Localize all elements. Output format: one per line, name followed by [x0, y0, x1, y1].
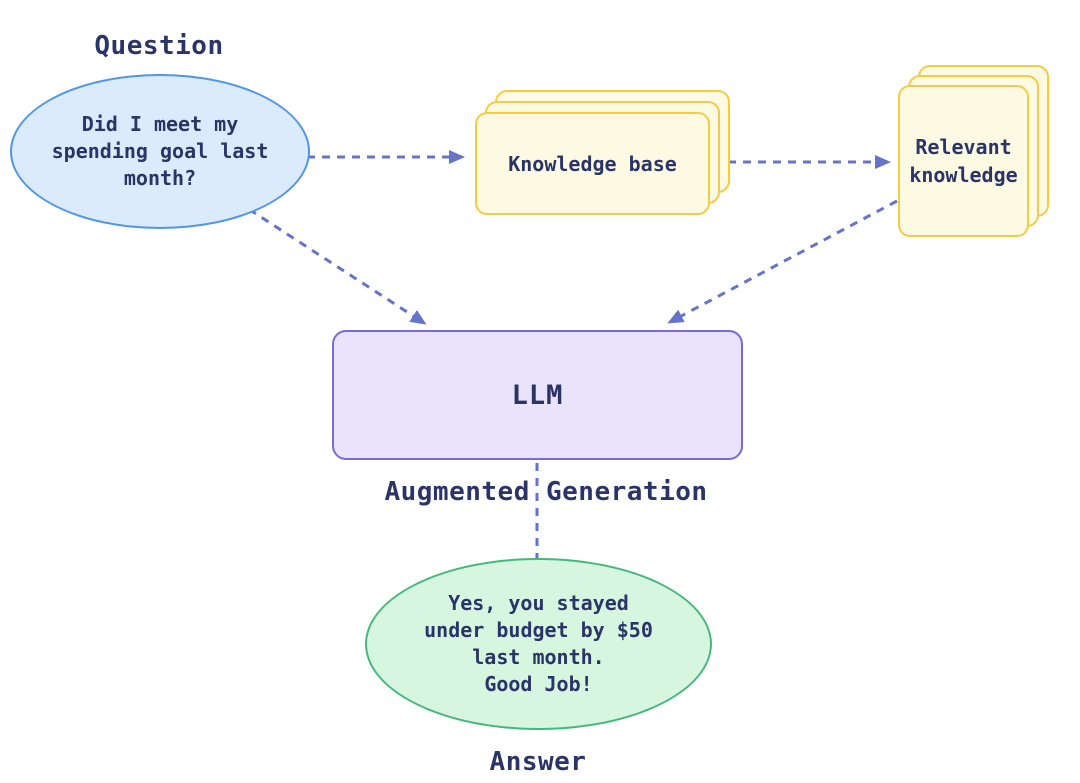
- knowledge-base-text: Knowledge base: [508, 151, 677, 176]
- question-bubble-text: Did I meet my spending goal last month?: [51, 112, 269, 190]
- question-label: Question: [94, 31, 224, 61]
- arrow-relevant-knowledge-to-llm-icon: [667, 199, 898, 324]
- knowledge-base-card: Knowledge base: [475, 112, 710, 215]
- question-bubble: Did I meet my spending goal last month?: [10, 74, 310, 229]
- arrow-question-to-llm-icon: [223, 191, 427, 325]
- augmented-generation-label: Augmented Generation: [384, 477, 708, 507]
- answer-label: Answer: [489, 747, 587, 777]
- llm-text: LLM: [511, 379, 564, 411]
- answer-bubble: Yes, you stayed under budget by $50 last…: [365, 558, 712, 730]
- relevant-knowledge-card: Relevant knowledge: [898, 85, 1029, 237]
- answer-bubble-text: Yes, you stayed under budget by $50 last…: [424, 591, 653, 696]
- llm-box: LLM: [332, 330, 743, 460]
- relevant-knowledge-text: Relevant knowledge: [909, 135, 1018, 187]
